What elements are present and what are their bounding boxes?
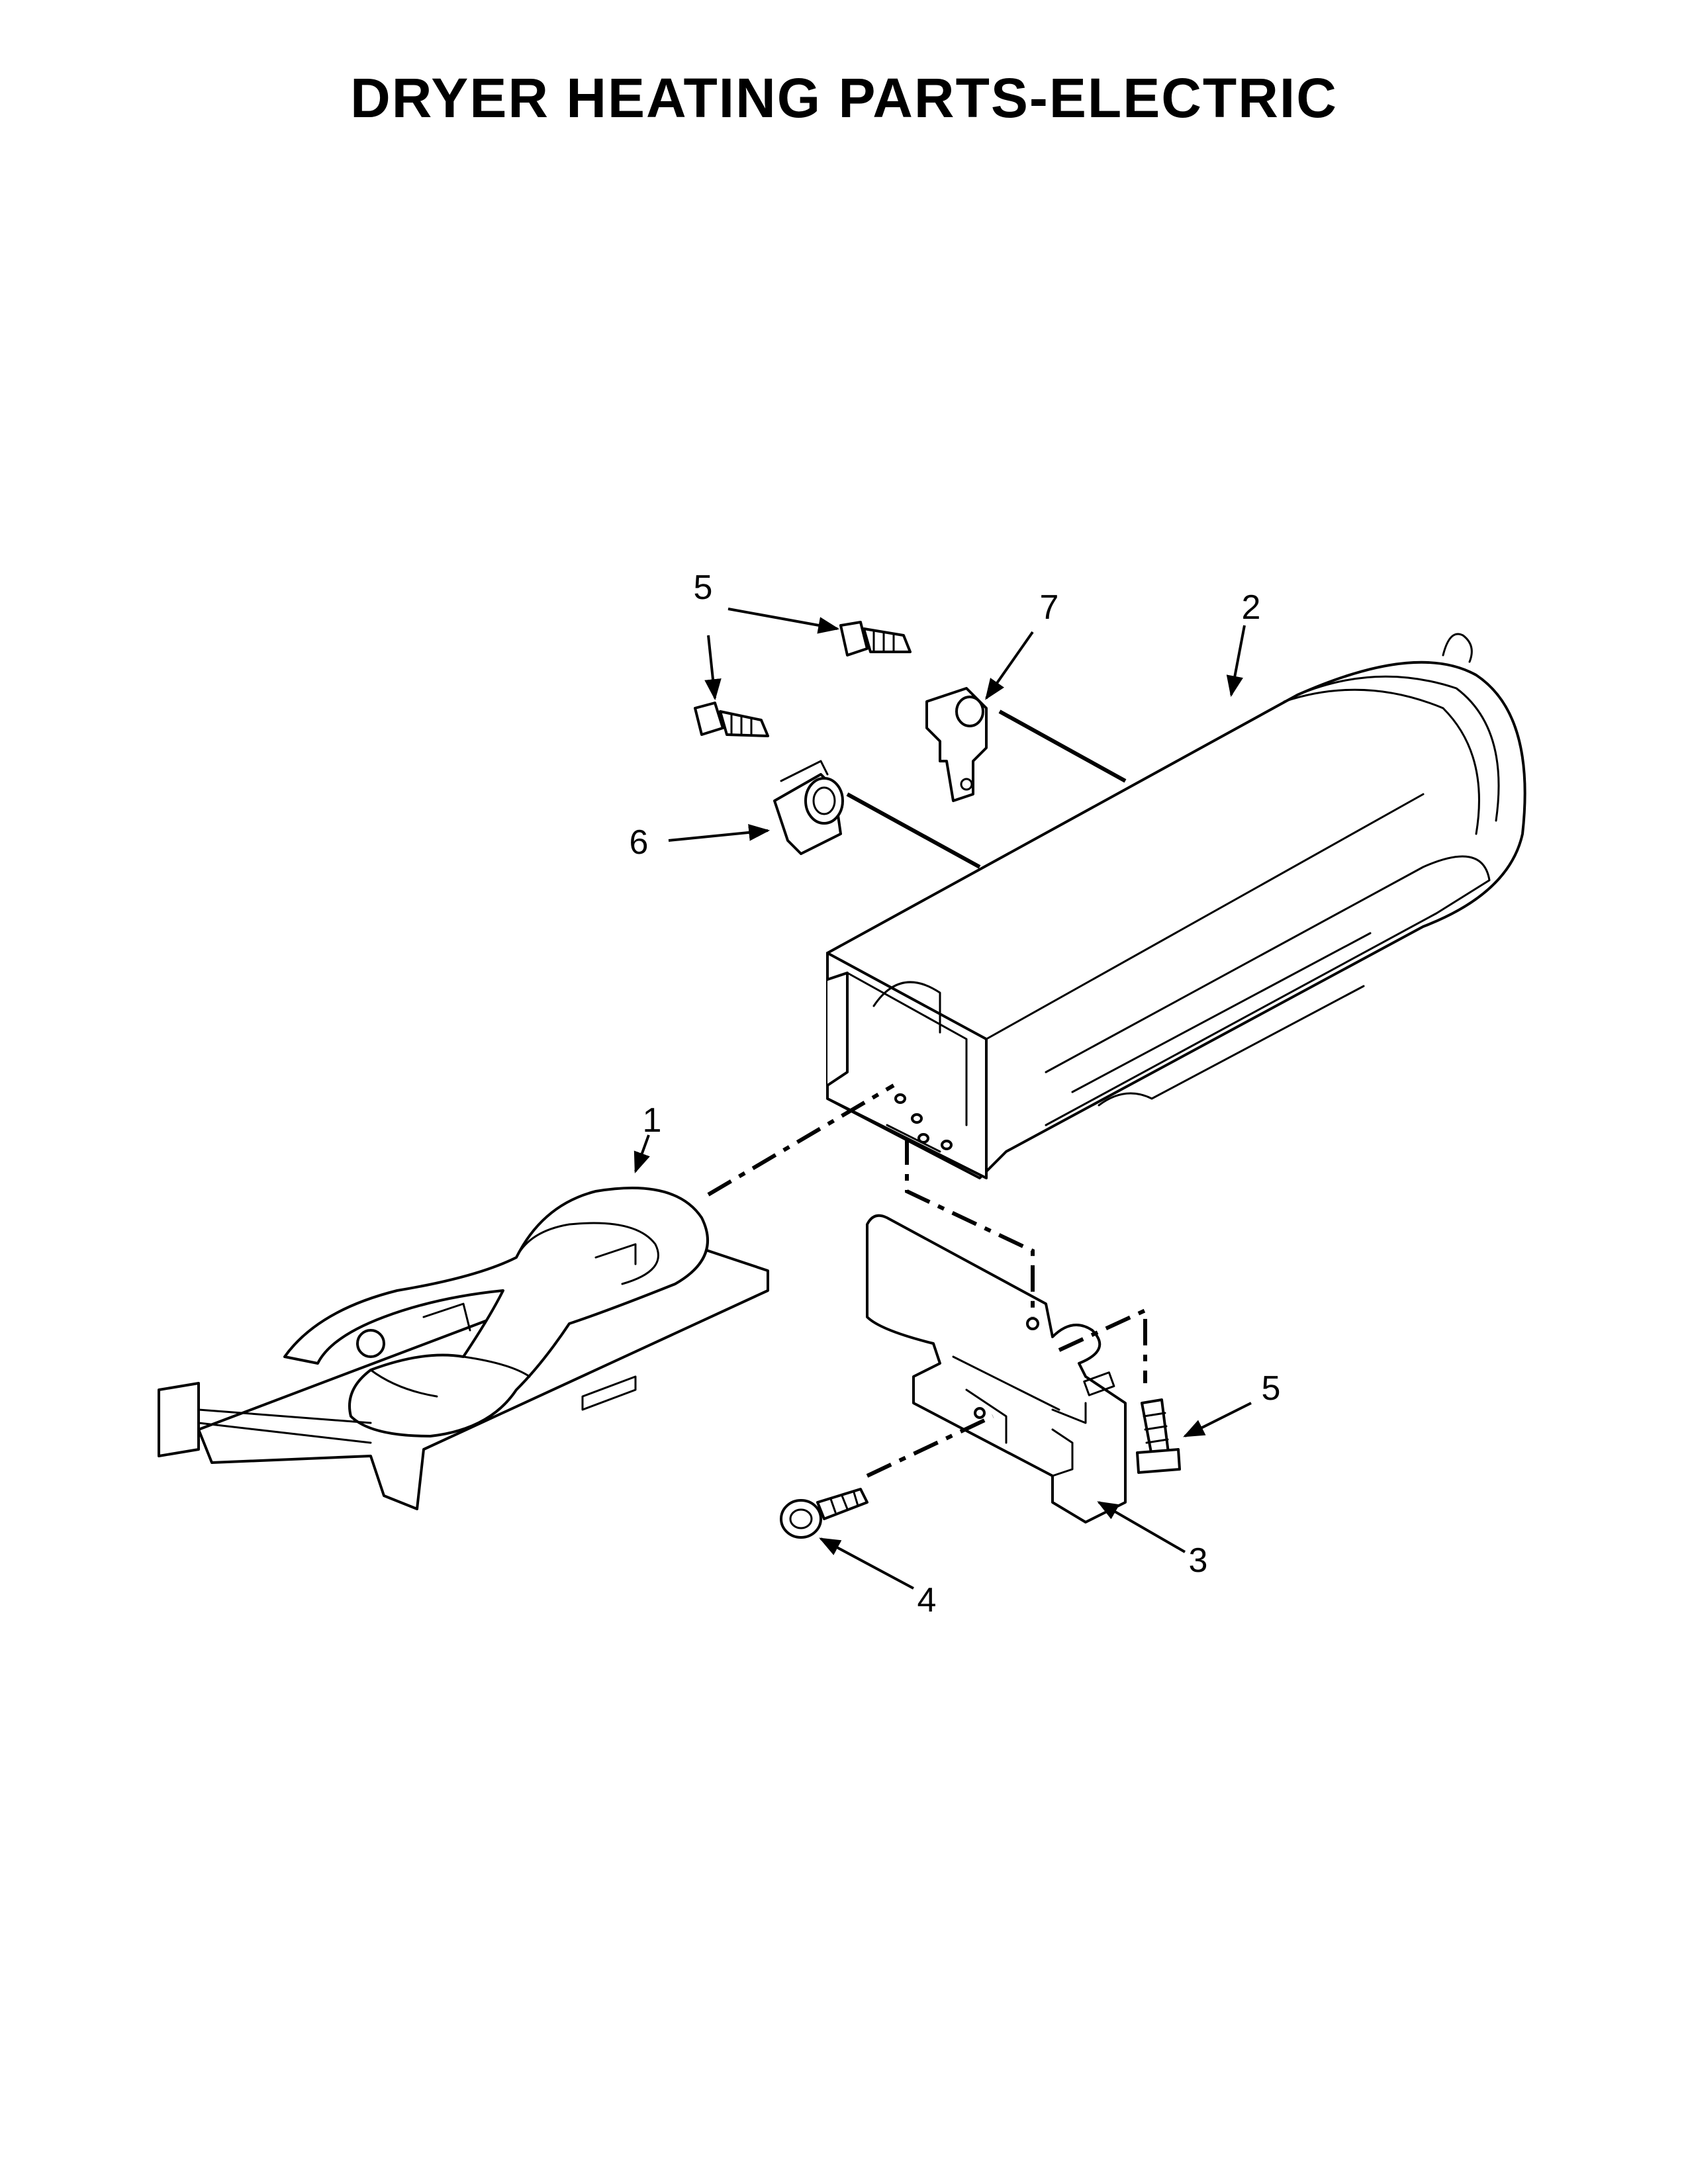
callout-2: 2 [1242,588,1261,627]
thermal-fuse-7 [925,687,988,802]
screw-5-upper [839,621,912,657]
screw-5-right [1136,1398,1181,1474]
screw-4 [780,1488,868,1539]
callout-6: 6 [630,823,649,862]
page-title: DRYER HEATING PARTS-ELECTRIC [350,67,1338,129]
callout-1: 1 [643,1101,662,1140]
callout-4: 4 [917,1581,937,1619]
leader-arrows [633,608,1252,1590]
assembly-lines [707,709,1147,1478]
callout-7: 7 [1040,588,1059,627]
heating-element [158,1187,769,1510]
heater-housing [826,633,1526,1179]
bracket-plate [866,1214,1127,1524]
callout-3: 3 [1189,1541,1208,1580]
callout-5-upper: 5 [694,569,713,607]
screw-5-left [694,702,769,737]
callout-5-right: 5 [1262,1369,1281,1408]
thermostat-6 [773,760,844,855]
